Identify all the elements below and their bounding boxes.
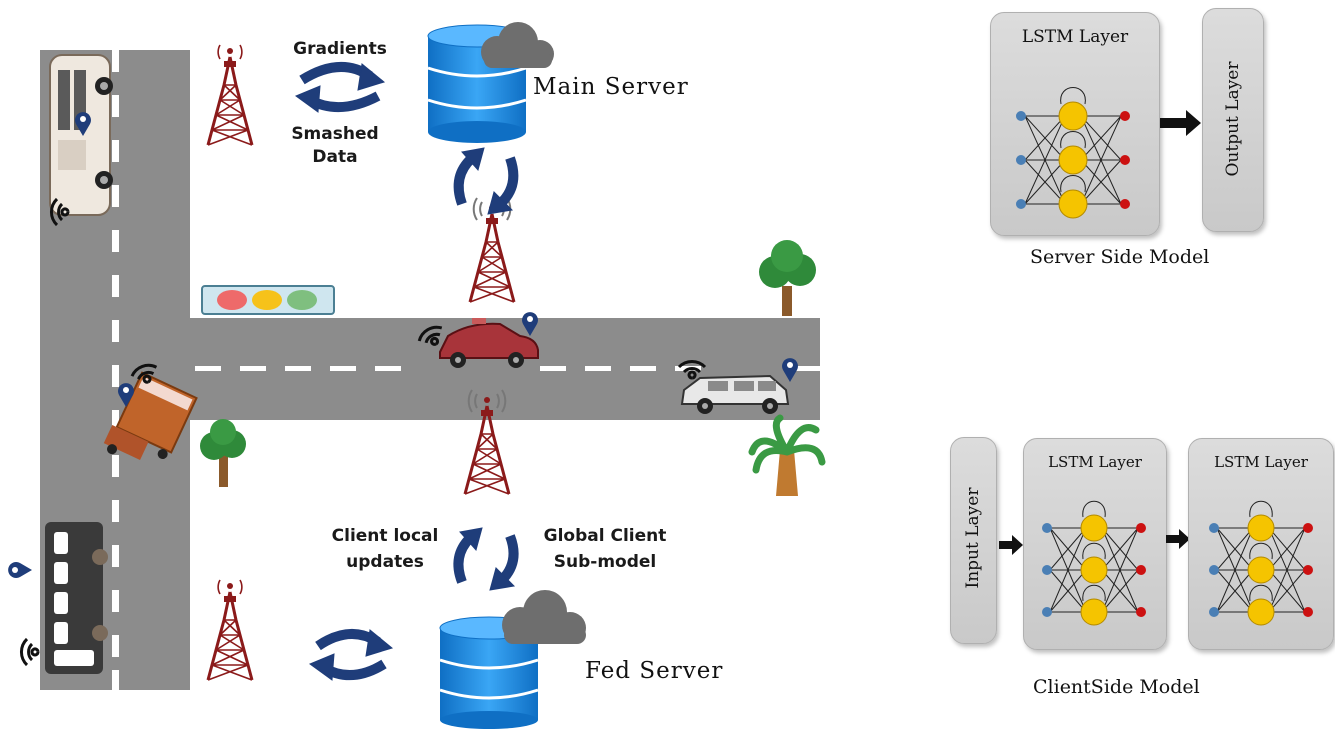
sync-arrows-icon-top: [294, 61, 386, 113]
server-lstm-layer-label: LSTM Layer: [1021, 27, 1129, 47]
sync-arrows-icon-mid-bottom: [453, 527, 519, 591]
lane-markings-vertical: [112, 50, 119, 690]
van-icon: [49, 54, 113, 216]
bus-pin-icon: [8, 562, 32, 578]
client-local-updates-label-line2: updates: [346, 552, 424, 572]
output-layer-box: Output Layer: [1202, 8, 1264, 232]
client-lstm-layer-label-2: LSTM Layer: [1214, 453, 1308, 471]
gradients-label: Gradients: [293, 39, 387, 59]
global-client-submodel-label-line2: Sub-model: [553, 552, 657, 572]
sync-arrows-icon-bottom: [308, 628, 394, 681]
fed-server-cloud-icon: [502, 590, 586, 644]
client-arrow-icon-2: [1166, 529, 1190, 549]
client-lstm-network-diagram-2: [1209, 500, 1313, 626]
main-server-cloud-icon: [481, 22, 554, 68]
tower-icon-bottom-left: [206, 579, 254, 682]
smashed-data-label-line2: Data: [312, 147, 358, 167]
client-lstm-layer-box-2: LSTM Layer: [1188, 438, 1334, 650]
sync-arrows-icon-mid-top: [453, 147, 519, 215]
tower-icon-top-left: [206, 44, 254, 147]
output-layer-label: Output Layer: [1223, 61, 1243, 177]
red-car-icon: [439, 318, 539, 368]
suv-icon: [680, 374, 790, 414]
bus-icon: [45, 522, 108, 674]
server-lstm-layer-box: LSTM Layer: [990, 12, 1160, 236]
client-lstm-layer-box-1: LSTM Layer: [1023, 438, 1167, 650]
smashed-data-label-line1: Smashed: [291, 124, 379, 144]
client-side-model-caption: ClientSide Model: [1033, 676, 1200, 698]
fed-server-label: Fed Server: [585, 658, 724, 684]
tree-icon-top-right: [759, 240, 816, 316]
traffic-light-icon: [201, 285, 335, 315]
truck-icon: [103, 371, 198, 461]
client-arrow-icon-1: [999, 535, 1023, 555]
server-lstm-network-diagram: [1016, 87, 1130, 219]
bus-wifi-icon: [19, 637, 40, 667]
server-side-model-caption: Server Side Model: [1030, 246, 1210, 268]
input-layer-label: Input Layer: [963, 487, 983, 589]
main-server-label: Main Server: [533, 74, 689, 100]
client-lstm-network-diagram-1: [1042, 500, 1146, 626]
client-local-updates-label-line1: Client local: [331, 526, 439, 546]
palm-tree-icon: [748, 414, 826, 496]
global-client-submodel-label-line1: Global Client: [543, 526, 667, 546]
tree-icon-left: [200, 419, 246, 487]
input-layer-box: Input Layer: [950, 437, 997, 644]
server-arrow-icon: [1160, 110, 1201, 136]
client-lstm-layer-label-1: LSTM Layer: [1048, 453, 1142, 471]
road-map: [8, 22, 826, 729]
fed-server-database-icon: [439, 616, 539, 729]
